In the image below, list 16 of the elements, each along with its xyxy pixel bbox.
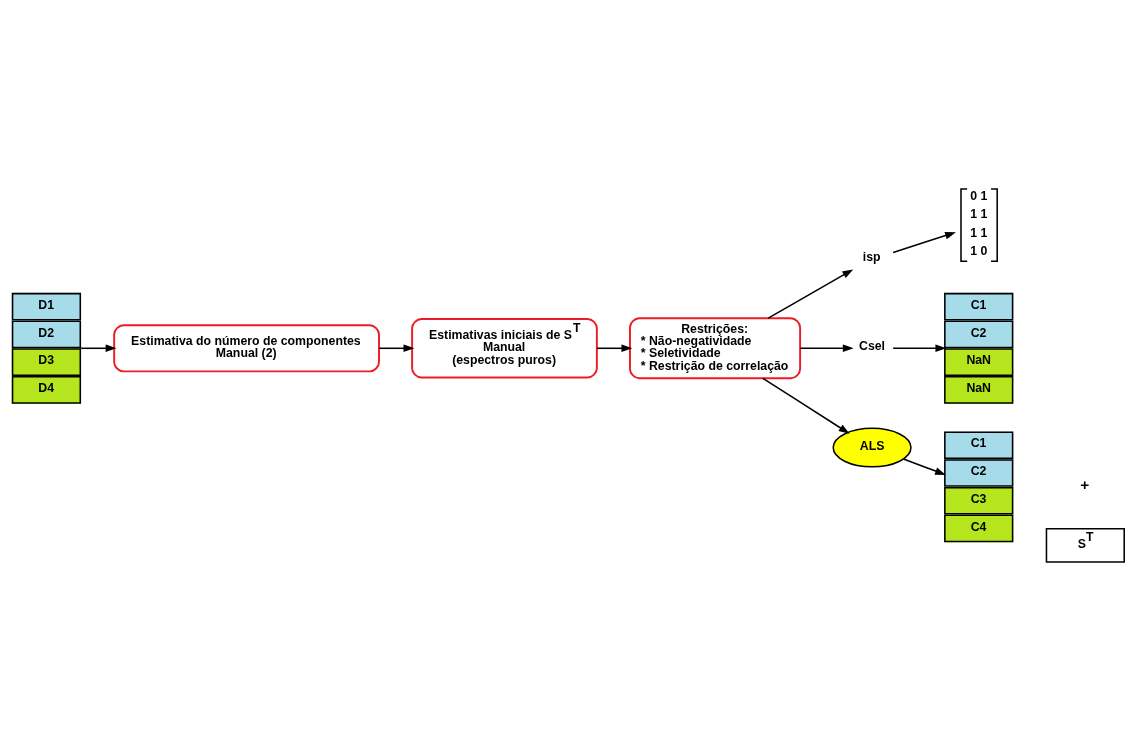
arrow xyxy=(767,268,854,319)
node-box: Estimativa do número de componentes Manual (2) xyxy=(113,323,380,372)
arrow xyxy=(596,344,633,352)
arrow xyxy=(80,344,117,352)
node-ellipse: ALS xyxy=(832,427,912,468)
node-text: Csel xyxy=(859,338,885,353)
arrow xyxy=(902,457,946,475)
node-text: isp xyxy=(862,249,881,264)
arrow xyxy=(378,344,415,352)
node-box: Restrições: * Não-negatividade * Seletividade * Restrição de correlação xyxy=(629,316,802,379)
arrow xyxy=(892,231,956,253)
node-text: 0 1 1 1 1 1 1 0 xyxy=(970,188,988,258)
arrow xyxy=(762,377,850,434)
arrow xyxy=(892,344,947,352)
arrow xyxy=(799,344,854,352)
label: + xyxy=(1080,475,1090,493)
